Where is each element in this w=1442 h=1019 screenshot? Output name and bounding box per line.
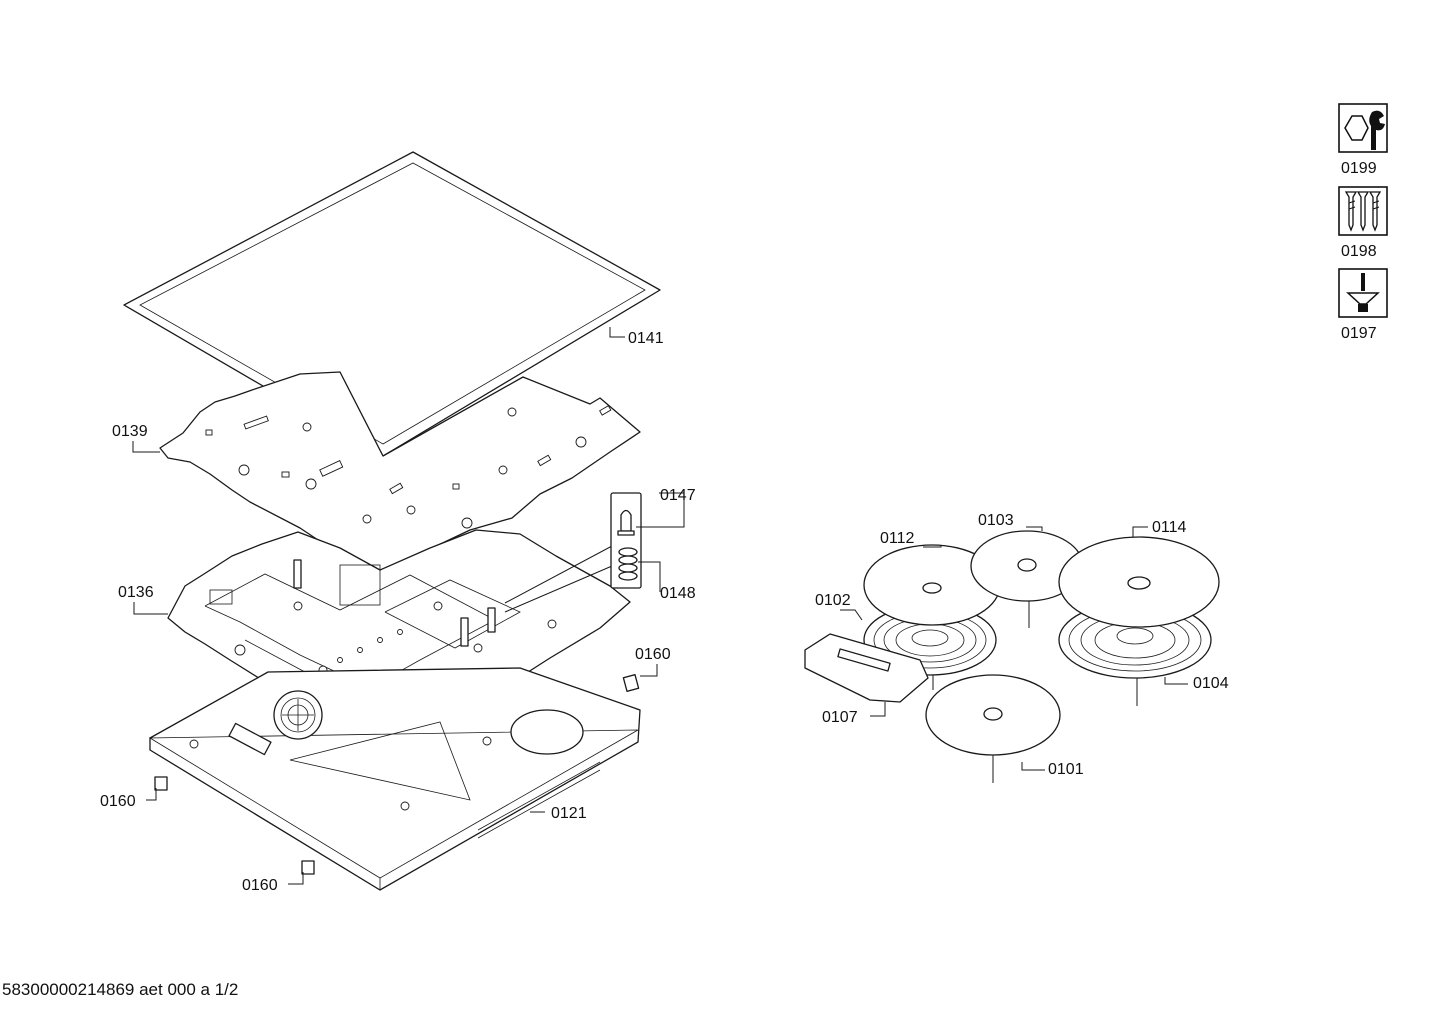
- label-0121: 0121: [551, 805, 587, 822]
- label-0199: 0199: [1341, 160, 1377, 177]
- label-0139: 0139: [112, 423, 148, 440]
- clip-part[interactable]: [154, 674, 640, 875]
- label-0102: 0102: [815, 592, 851, 609]
- label-0160-left: 0160: [100, 793, 136, 810]
- label-0147: 0147: [660, 487, 696, 504]
- label-0112: 0112: [880, 530, 915, 547]
- label-0136: 0136: [118, 584, 154, 601]
- label-0148: 0148: [660, 585, 696, 602]
- foot-spring-detail[interactable]: [610, 492, 642, 589]
- screwdriver-icon: [1346, 273, 1380, 312]
- label-0141: 0141: [628, 330, 664, 347]
- tool-wrench-group[interactable]: 0199: [1338, 103, 1388, 177]
- label-0198: 0198: [1341, 243, 1377, 260]
- cover-plate-part[interactable]: [159, 371, 641, 571]
- coil-cover-0114-part[interactable]: [1058, 536, 1220, 628]
- bottom-housing-part[interactable]: [148, 667, 641, 891]
- label-0104: 0104: [1193, 675, 1229, 692]
- label-0160-right: 0160: [635, 646, 671, 663]
- label-0114: 0114: [1152, 519, 1187, 536]
- leader-lines: [132, 327, 1188, 885]
- document-id: 58300000214869 aet 000 a 1/2: [2, 980, 239, 999]
- label-0103: 0103: [978, 512, 1014, 529]
- label-0101: 0101: [1048, 761, 1084, 778]
- sensor-board-0107-part[interactable]: [804, 633, 929, 703]
- label-0107: 0107: [822, 709, 858, 726]
- coil-cover-0101-part[interactable]: [925, 674, 1061, 783]
- label-0197: 0197: [1341, 325, 1377, 342]
- screws-icon: [1344, 191, 1382, 232]
- tool-screwdriver-group[interactable]: 0197: [1338, 268, 1388, 342]
- label-0160-bottom: 0160: [242, 877, 278, 894]
- part-labels: 0141 0139 0147 0148 0136 0160 0160 0160 …: [100, 330, 1229, 894]
- tool-screws-group[interactable]: 0198: [1338, 186, 1388, 260]
- wrench-nut-icon: [1344, 110, 1385, 150]
